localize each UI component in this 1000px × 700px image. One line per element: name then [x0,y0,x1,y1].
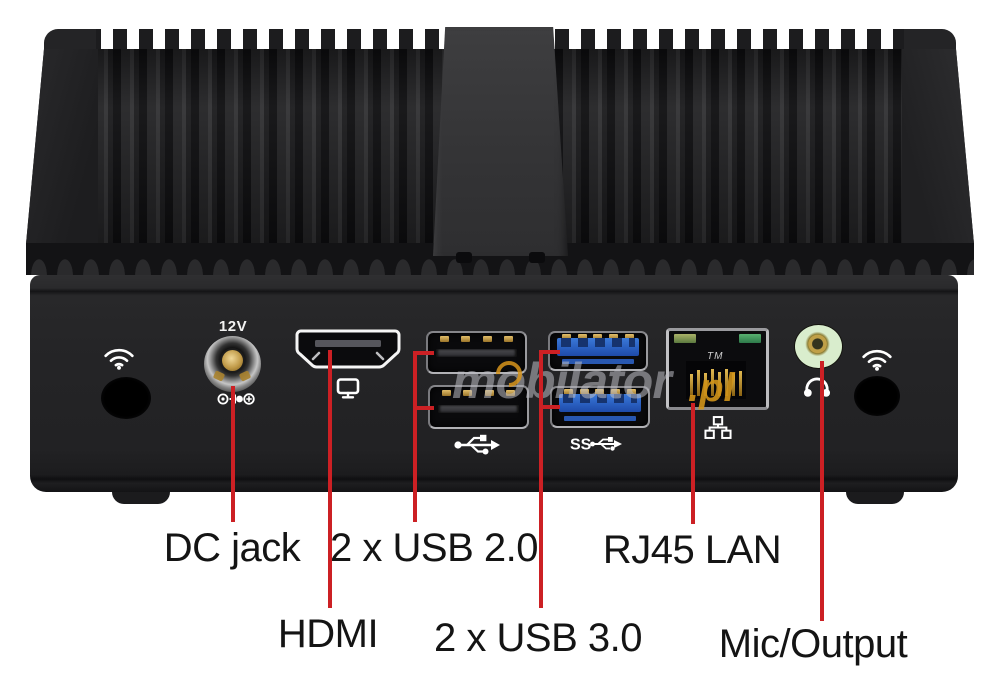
label-hdmi: HDMI [277,612,379,656]
heatsink-side-right [902,49,974,244]
usb-icon [454,434,500,455]
callout-line-rj45 [691,403,695,524]
dc-jack-center-pin [222,350,243,371]
callout-line-usb3 [539,350,543,608]
label-usb2: 2 x USB 2.0 [330,526,538,570]
monitor-icon [336,378,360,399]
label-mic-output: Mic/Output [718,622,908,666]
case-front-panel [30,275,958,492]
callout-stub-usb2-top [413,351,434,355]
wifi-icon [104,348,134,370]
wifi-icon [862,349,892,371]
power-voltage-label: 12V [218,318,248,335]
callout-stub-usb2-bottom [413,406,434,410]
headphone-icon [803,377,831,397]
callout-line-dc [231,386,235,522]
hdmi-port [295,329,401,369]
ss-usb-icon: SS [570,437,622,454]
channel-slot [456,252,472,263]
audio-jack [795,325,842,368]
heatsink-corner-left [44,29,96,50]
polarity-icon [217,393,255,405]
lan-icon [704,416,732,439]
heatsink-corner-right [904,29,956,50]
rj45-trademark: TM [707,351,724,362]
rj45-pins [686,361,746,399]
usb3-port [550,386,650,428]
label-dc-jack: DC jack [163,526,301,570]
usb2-port [428,385,529,429]
usb3-ss-text: SS [570,437,592,454]
label-usb3: 2 x USB 3.0 [434,616,642,660]
heatsink-side-left [26,49,98,244]
callout-line-usb2 [413,351,417,522]
watermark-domain: .pl [688,366,735,410]
antenna-hole [854,376,900,416]
watermark-brand: mobilator [452,353,672,409]
antenna-hole [101,377,151,419]
usb3-port [548,331,648,371]
rj45-led-right [739,334,761,343]
rj45-port: TM [666,328,769,410]
callout-stub-usb3-bottom [539,405,560,409]
channel-slot [529,252,545,263]
rj45-led-left [674,334,696,343]
usb2-port [426,331,527,374]
callout-line-mic [820,361,824,621]
heatsink-center-channel [433,27,568,256]
callout-stub-usb3-top [539,350,560,354]
callout-line-hdmi [328,350,332,608]
label-rj45-lan: RJ45 LAN [602,528,782,572]
